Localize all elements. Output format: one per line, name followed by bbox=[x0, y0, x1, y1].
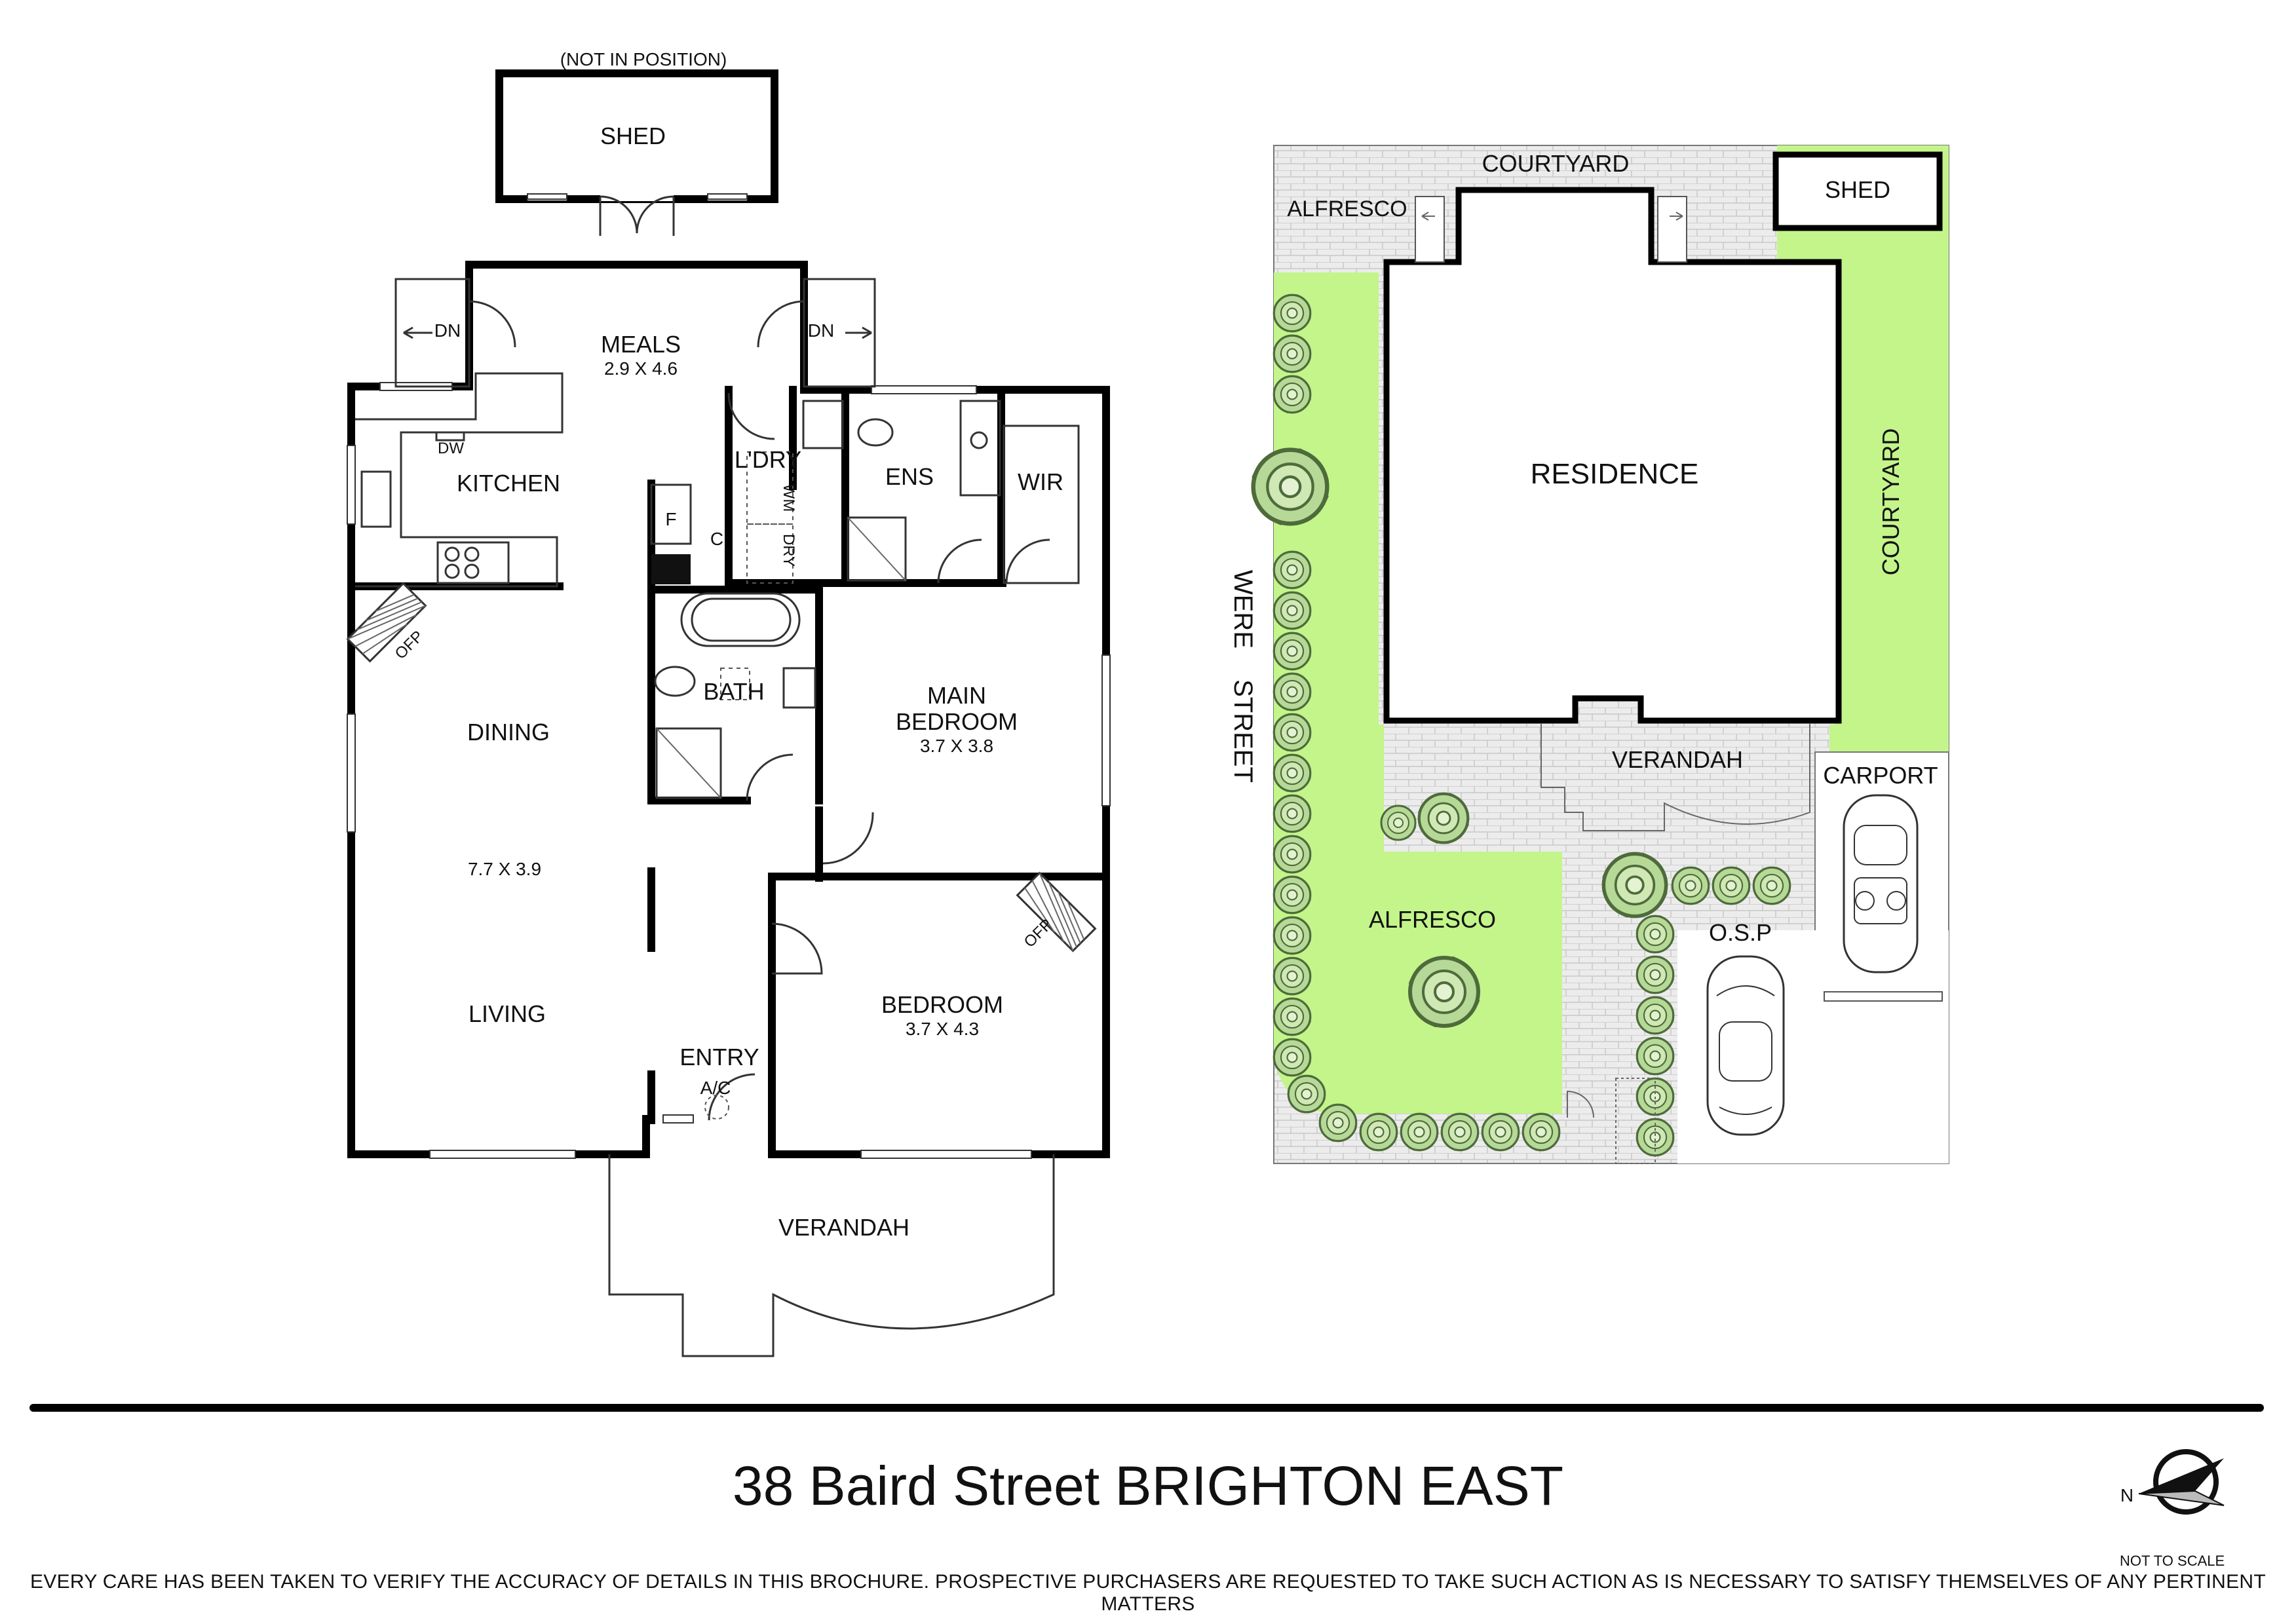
disclaimer-text: EVERY CARE HAS BEEN TAKEN TO VERIFY THE … bbox=[29, 1571, 2267, 1615]
car-carport bbox=[1843, 794, 1919, 973]
room-main-bedroom-line1: MAIN bbox=[927, 682, 986, 709]
room-laundry: L'DRY bbox=[735, 446, 801, 473]
north-compass-icon: N bbox=[2120, 1449, 2225, 1515]
site-alfresco-top: ALFRESCO bbox=[1287, 197, 1407, 221]
fireplace-bedroom bbox=[1016, 871, 1097, 953]
front-verandah bbox=[608, 1154, 1055, 1357]
ensuite-fixtures bbox=[847, 400, 1080, 584]
residence-outline bbox=[1383, 187, 1842, 724]
lawn-west bbox=[1274, 273, 1562, 1114]
site-verandah-outline bbox=[1540, 723, 1810, 831]
fireplace-dining bbox=[346, 582, 427, 663]
dn-left-label: DN bbox=[434, 320, 461, 341]
room-dining: DINING bbox=[467, 719, 550, 746]
room-bedroom: BEDROOM bbox=[881, 991, 1003, 1018]
back-step-left bbox=[1415, 196, 1445, 263]
site-courtyard-top: COURTYARD bbox=[1482, 150, 1630, 177]
windows bbox=[347, 382, 1111, 1159]
shed-note: (NOT IN POSITION) bbox=[560, 49, 727, 69]
room-ensuite: ENS bbox=[885, 463, 934, 490]
back-step-right bbox=[1657, 196, 1687, 263]
site-verandah-label: VERANDAH bbox=[1612, 746, 1743, 773]
side-steps bbox=[394, 278, 876, 388]
property-address: 38 Baird Street BRIGHTON EAST bbox=[732, 1455, 1564, 1517]
back-step-arrow-right bbox=[1670, 212, 1683, 221]
room-wir: WIR bbox=[1018, 468, 1063, 495]
street-name-word2: STREET bbox=[1229, 679, 1257, 783]
shed-building bbox=[495, 69, 778, 236]
side-gate bbox=[1567, 1090, 1594, 1118]
room-bedroom-dims: 3.7 X 4.3 bbox=[906, 1019, 979, 1039]
car-osp bbox=[1706, 955, 1785, 1136]
ac-label: A/C bbox=[700, 1078, 731, 1098]
room-entry: ENTRY bbox=[679, 1044, 759, 1070]
dn-right-label: DN bbox=[808, 320, 834, 341]
site-shed-label: SHED bbox=[1825, 176, 1890, 203]
room-verandah: VERANDAH bbox=[778, 1214, 909, 1241]
room-bath: BATH bbox=[703, 678, 764, 705]
fridge-label: F bbox=[665, 509, 676, 529]
room-living: LIVING bbox=[469, 1000, 546, 1027]
footer-divider bbox=[29, 1404, 2264, 1412]
room-meals-dims: 2.9 X 4.6 bbox=[604, 358, 678, 379]
site-courtyard-side: COURTYARD bbox=[1877, 428, 1904, 576]
room-meals: MEALS bbox=[601, 331, 681, 358]
kitchen-benches bbox=[355, 372, 692, 588]
site-osp-label: O.S.P bbox=[1709, 919, 1772, 946]
floor-plan: (NOT IN POSITION) SHED MEALS 2.9 X 4.6 D… bbox=[346, 49, 1111, 1357]
not-to-scale-label: NOT TO SCALE bbox=[2120, 1553, 2225, 1569]
lawn-east bbox=[1777, 145, 1949, 752]
laundry-fixtures bbox=[727, 392, 844, 584]
washing-machine-label: WM bbox=[780, 484, 797, 512]
back-step-arrow-left bbox=[1421, 212, 1435, 221]
site-carport-label: CARPORT bbox=[1823, 762, 1938, 789]
compass-letter: N bbox=[2120, 1485, 2133, 1505]
dryer-label: DRY bbox=[780, 534, 797, 567]
room-main-bedroom-line2: BEDROOM bbox=[896, 708, 1018, 735]
site-shed bbox=[1772, 151, 1943, 231]
site-alfresco-label: ALFRESCO bbox=[1369, 906, 1496, 933]
bedroom-doors bbox=[704, 812, 874, 1121]
dishwasher-label: DW bbox=[438, 440, 464, 457]
site-plan: COURTYARD ALFRESCO SHED RESIDENCE COURTY… bbox=[1229, 145, 1949, 1164]
street-name-word1: WERE bbox=[1229, 570, 1257, 649]
room-living-dims: 7.7 X 3.9 bbox=[468, 859, 541, 879]
room-main-bedroom-dims: 3.7 X 3.8 bbox=[920, 736, 993, 756]
carport-kerb bbox=[1824, 991, 1943, 1002]
room-kitchen: KITCHEN bbox=[457, 470, 560, 497]
cupboard-label: C bbox=[710, 529, 723, 549]
bath-fixtures bbox=[654, 592, 816, 801]
shed-label: SHED bbox=[600, 123, 666, 149]
garden-shrubs bbox=[1380, 794, 1791, 1164]
site-residence-label: RESIDENCE bbox=[1531, 458, 1699, 490]
